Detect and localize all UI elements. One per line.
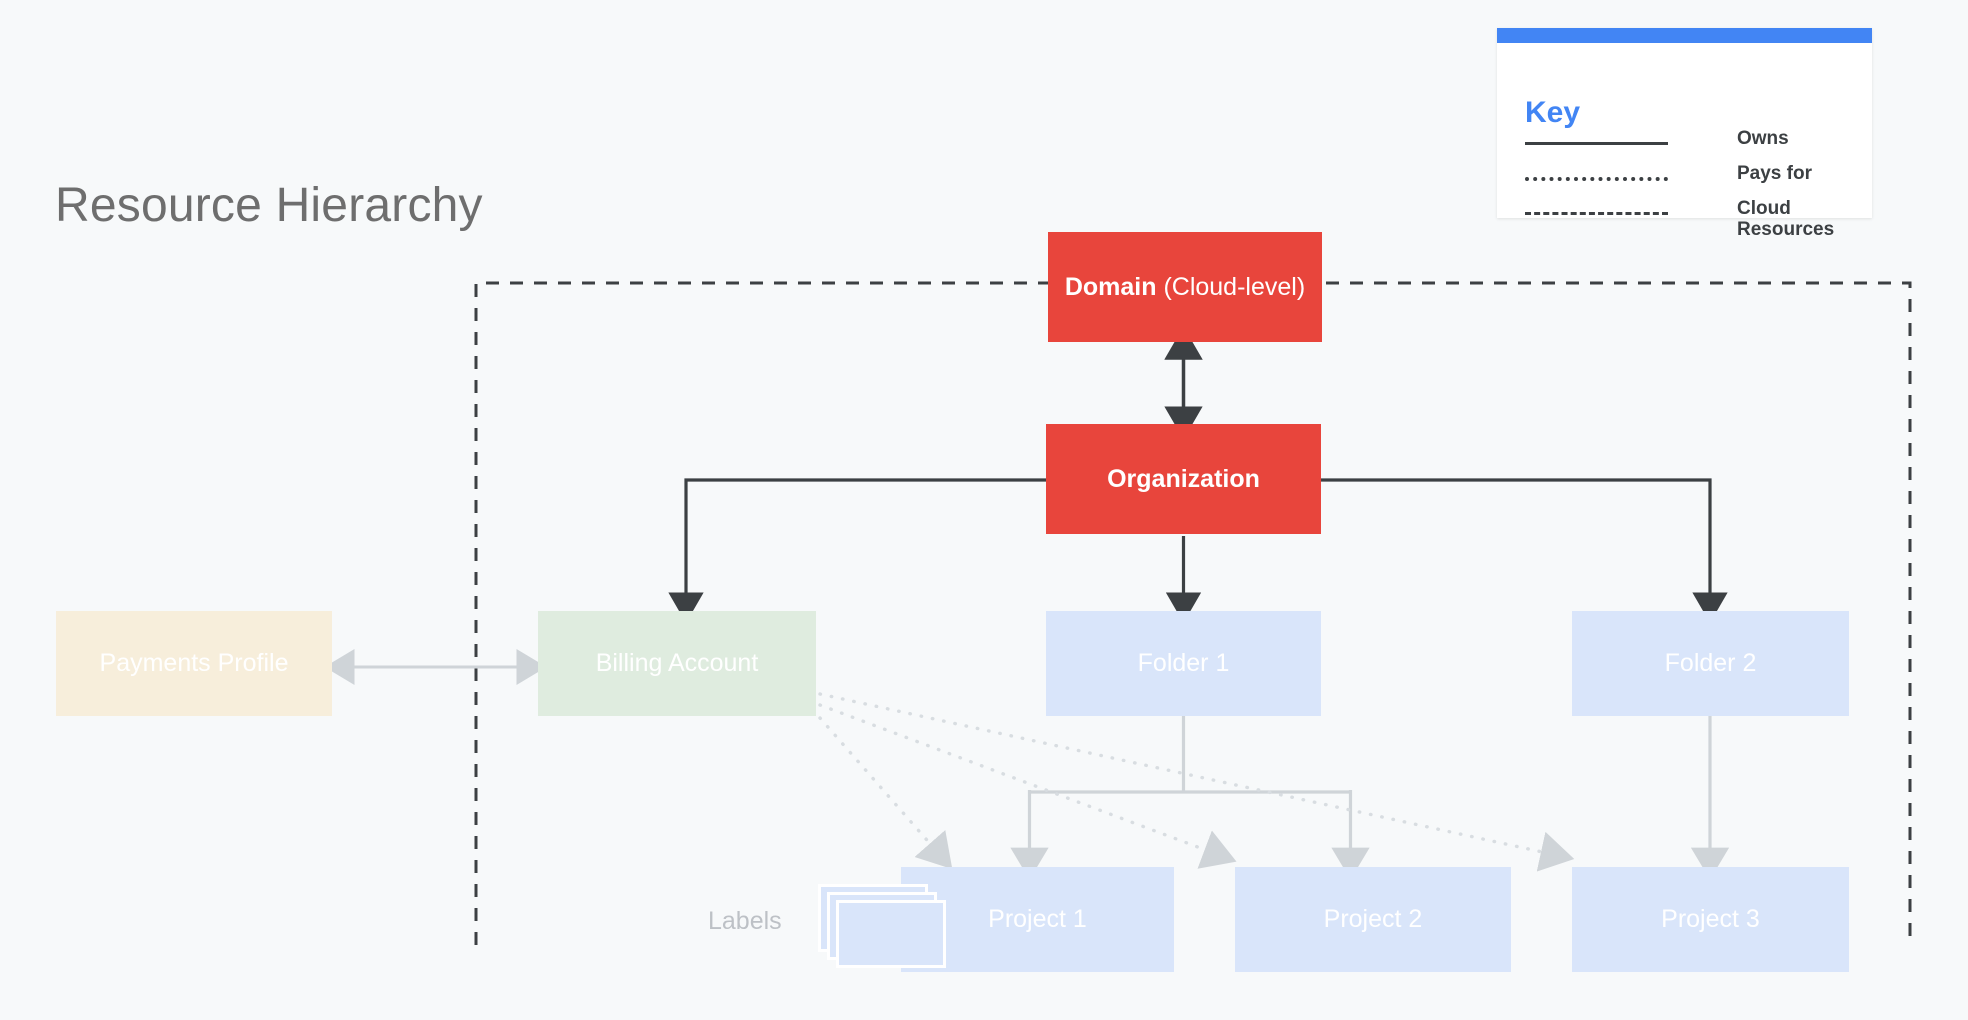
node-folder-1[interactable]: Folder 1 bbox=[1046, 611, 1321, 716]
edge-billing-pays-project2 bbox=[818, 703, 1237, 869]
node-organization-label: Organization bbox=[1107, 464, 1260, 493]
key-line-solid-icon bbox=[1525, 142, 1668, 145]
page-title: Resource Hierarchy bbox=[55, 179, 483, 232]
node-payments-profile-label: Payments Profile bbox=[99, 649, 289, 677]
node-folder-2[interactable]: Folder 2 bbox=[1572, 611, 1849, 716]
edge-folder1-branch bbox=[1028, 716, 1352, 794]
node-domain[interactable]: Domain (Cloud-level) bbox=[1048, 232, 1322, 342]
edge-org-folder2 bbox=[1321, 478, 1728, 623]
key-item-cloud-resources: Cloud Resources bbox=[1525, 198, 1855, 240]
edge-org-billing bbox=[668, 478, 1046, 623]
node-organization[interactable]: Organization bbox=[1046, 424, 1321, 534]
key-item-label: Cloud Resources bbox=[1737, 198, 1835, 241]
key-line-dotted-icon bbox=[1525, 177, 1668, 181]
node-billing-account[interactable]: Billing Account bbox=[538, 611, 816, 716]
key-accent-bar bbox=[1497, 28, 1872, 43]
node-domain-label-regular: (Cloud-level) bbox=[1156, 272, 1306, 301]
key-item-label: Pays for bbox=[1737, 163, 1812, 184]
node-project-1[interactable]: Project 1 bbox=[901, 867, 1174, 972]
key-legend-panel: Key Owns Pays for Cloud Resources bbox=[1497, 28, 1872, 240]
key-item-owns: Owns bbox=[1525, 128, 1855, 162]
node-project-2-label: Project 2 bbox=[1323, 905, 1423, 933]
edge-billing-pays-project3 bbox=[818, 692, 1575, 872]
node-project-1-label: Project 1 bbox=[988, 905, 1087, 933]
label-card-icon bbox=[836, 900, 946, 968]
node-billing-account-label: Billing Account bbox=[595, 649, 759, 677]
labels-group-label: Labels bbox=[708, 907, 782, 935]
node-project-3-label: Project 3 bbox=[1661, 905, 1760, 933]
node-project-3[interactable]: Project 3 bbox=[1572, 867, 1849, 972]
node-payments-profile[interactable]: Payments Profile bbox=[56, 611, 332, 716]
node-domain-label-bold: Domain bbox=[1064, 272, 1157, 301]
key-item-pays-for: Pays for bbox=[1525, 163, 1855, 197]
key-line-dashed-icon bbox=[1525, 212, 1668, 215]
node-folder-2-label: Folder 2 bbox=[1664, 649, 1757, 677]
key-title: Key bbox=[1525, 96, 1581, 129]
node-project-2[interactable]: Project 2 bbox=[1235, 867, 1511, 972]
edge-billing-pays-project1 bbox=[818, 716, 953, 870]
key-item-label: Owns bbox=[1737, 128, 1789, 149]
node-folder-1-label: Folder 1 bbox=[1137, 649, 1230, 677]
